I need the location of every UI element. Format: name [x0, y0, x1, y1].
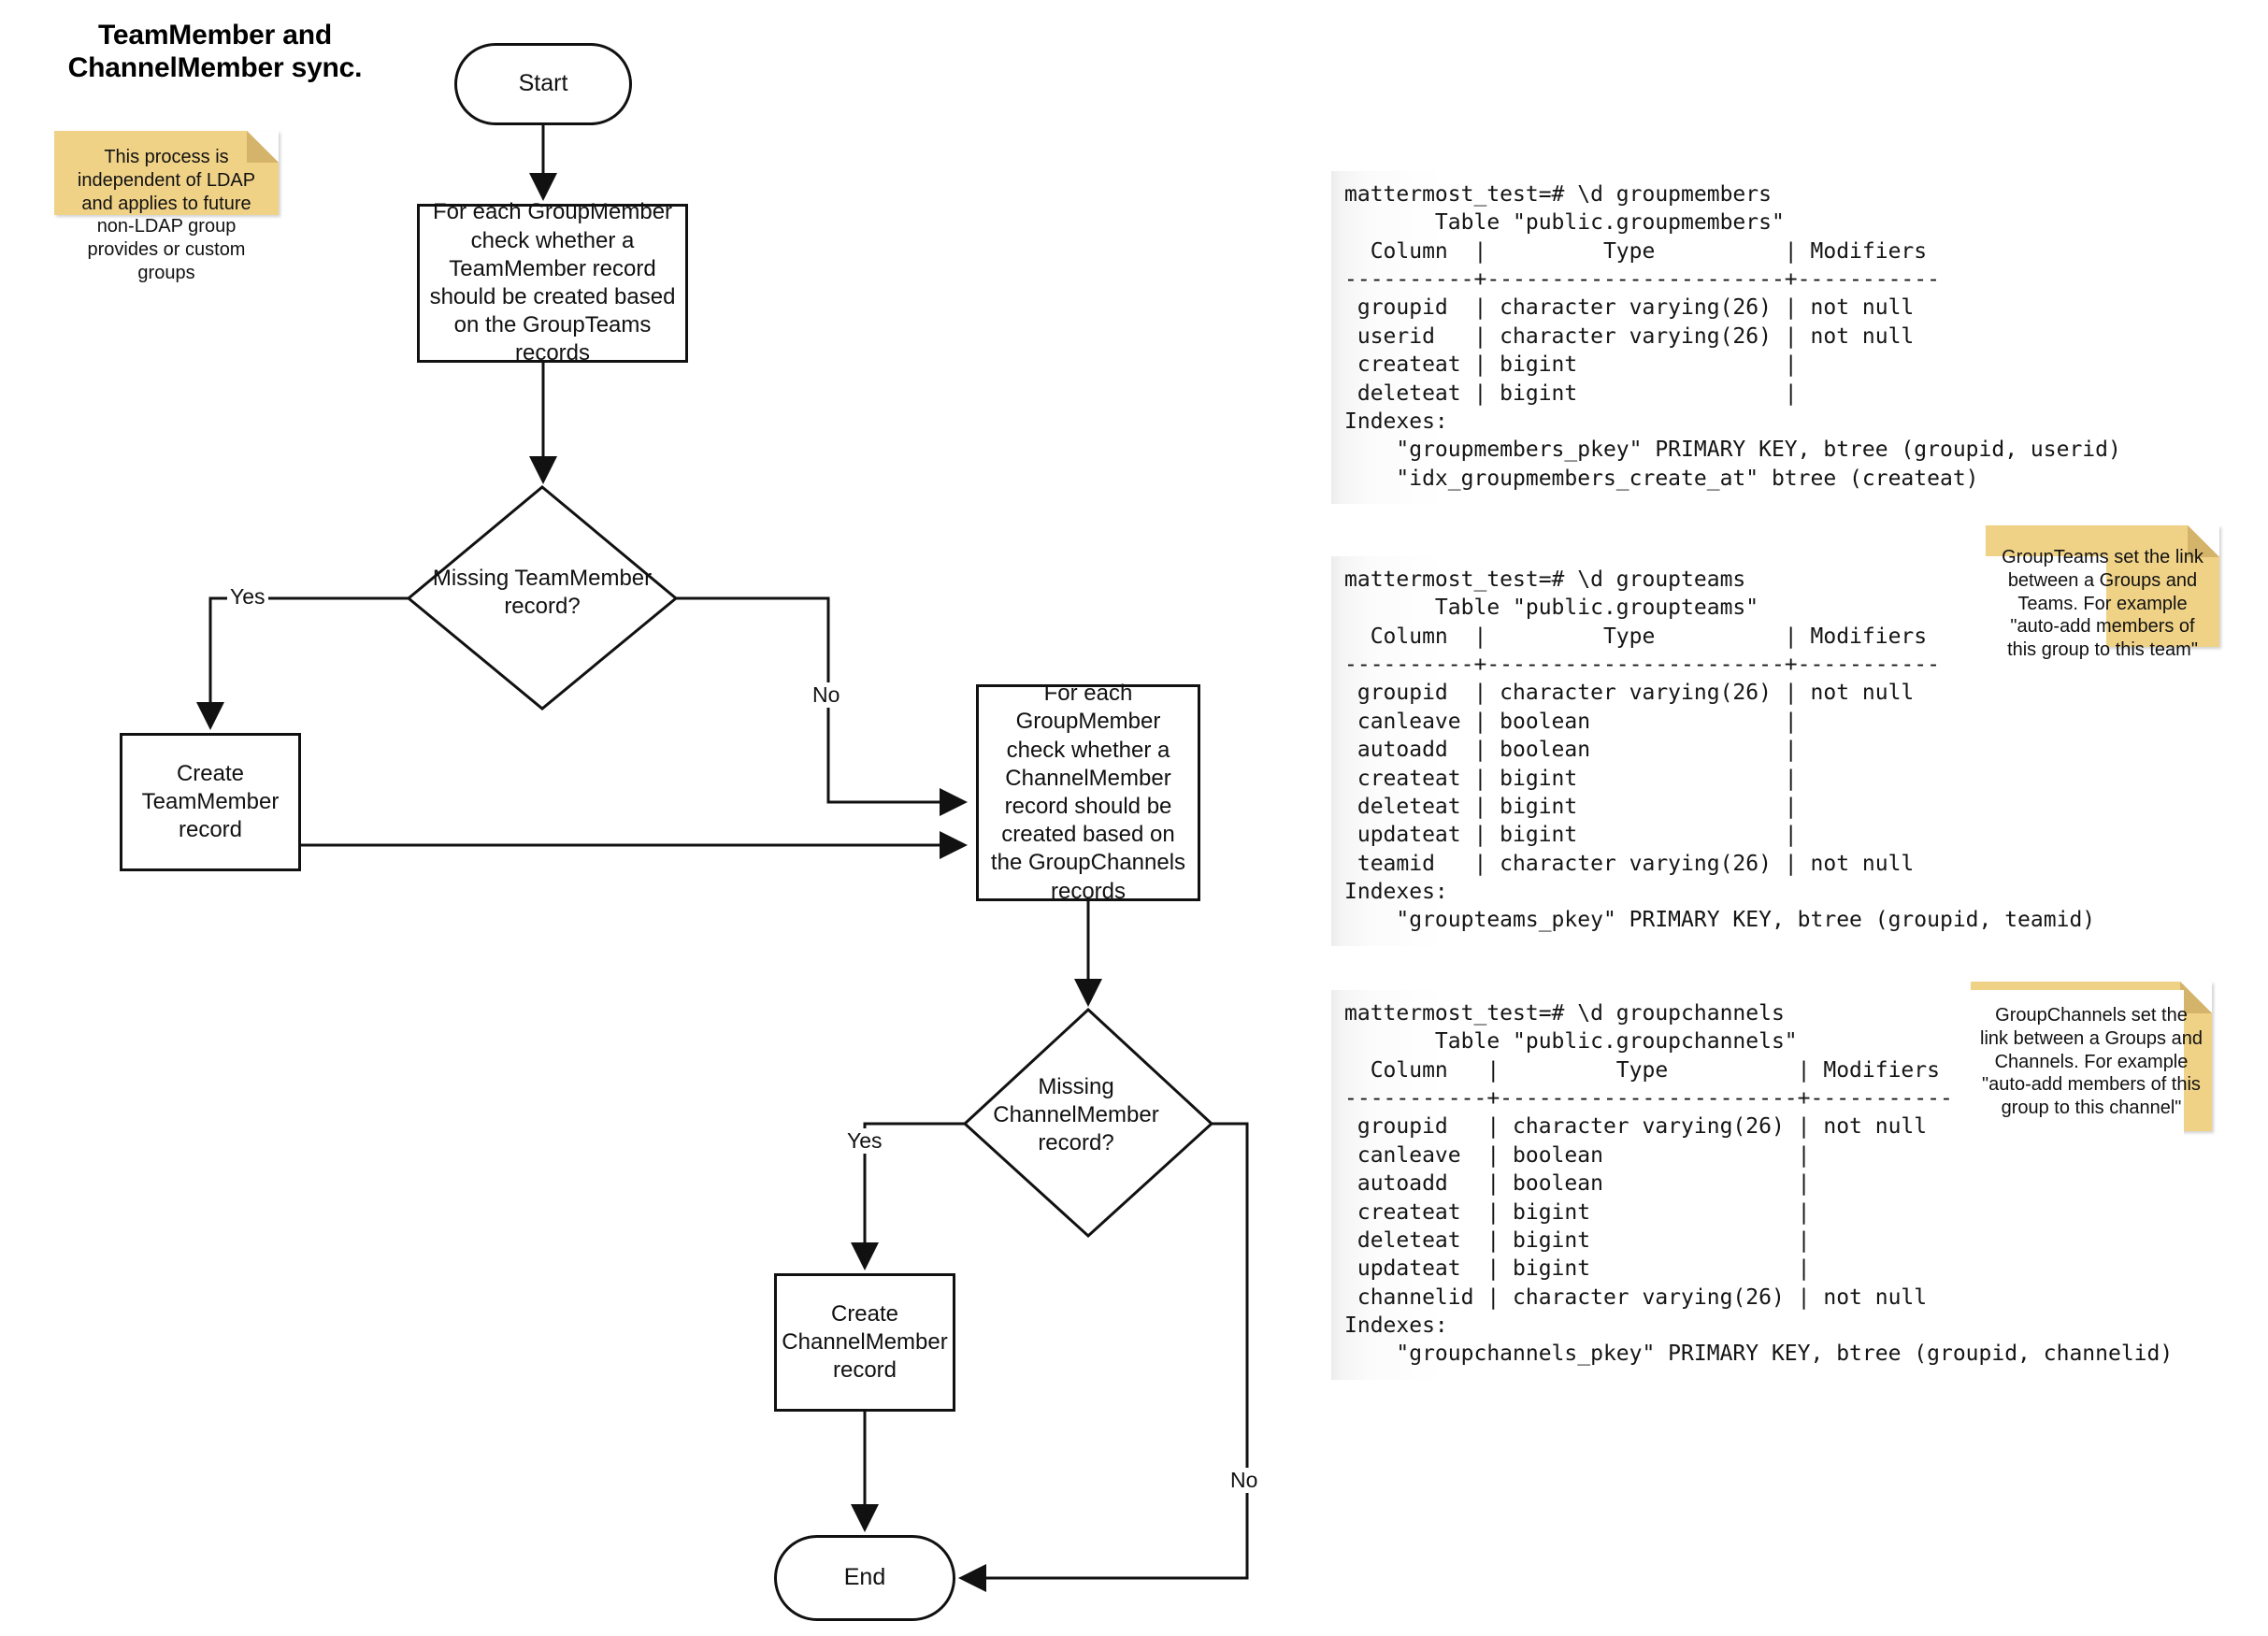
note-fold-icon: [247, 131, 279, 163]
flow-node-decision-channelmember-label: Missing ChannelMember record?: [993, 1074, 1159, 1156]
note-fold-icon: [2180, 982, 2212, 1013]
flow-node-decision-teammember-label: Missing TeamMember record?: [432, 566, 653, 620]
edge-decision-channel-no: [958, 1122, 1249, 1592]
flow-node-create-channelmember[interactable]: Create ChannelMember record: [774, 1273, 955, 1412]
note-ldap-independent: This process is independent of LDAP and …: [54, 131, 279, 283]
terminal-output-groupmembers: mattermost_test=# \d groupmembers Table …: [1331, 171, 2132, 504]
edge-label-no-channelmember: No: [1227, 1468, 1261, 1493]
note-ldap-text: This process is independent of LDAP and …: [77, 147, 256, 283]
flow-node-end[interactable]: End: [774, 1535, 955, 1621]
flow-node-process-channelmember[interactable]: For each GroupMember check whether a Cha…: [976, 681, 1200, 904]
edge-label-yes-teammember: Yes: [227, 584, 268, 610]
edge-decision-team-yes: [196, 596, 409, 730]
decision-channel-diamond: [962, 1007, 1214, 1239]
note-groupchannels: GroupChannels set the link between a Gro…: [1971, 982, 2212, 1131]
note-groupteams-text: GroupTeams set the link between a Groups…: [2002, 547, 2203, 661]
flow-node-start[interactable]: Start: [454, 43, 632, 125]
edge-label-yes-channelmember: Yes: [844, 1128, 885, 1154]
terminal-output-groupchannels: mattermost_test=# \d groupchannels Table…: [1331, 990, 2185, 1380]
flow-node-process-teammember[interactable]: For each GroupMember check whether a Tea…: [417, 199, 688, 366]
terminal-output-groupteams: mattermost_test=# \d groupteams Table "p…: [1331, 556, 2107, 946]
edge-label-no-teammember: No: [810, 682, 843, 708]
page-title: TeamMember and ChannelMember sync.: [65, 19, 365, 85]
flow-node-create-teammember[interactable]: Create TeamMember record: [120, 733, 301, 871]
decision-team-diamond: [406, 485, 679, 710]
page-title-line2: ChannelMember sync.: [67, 52, 363, 84]
edge-decision-channel-yes: [851, 1122, 965, 1270]
note-groupchannels-text: GroupChannels set the link between a Gro…: [1980, 1005, 2203, 1119]
page-title-line1: TeamMember and: [97, 20, 333, 50]
note-fold-icon: [2188, 525, 2219, 557]
note-groupteams: GroupTeams set the link between a Groups…: [1986, 525, 2219, 660]
